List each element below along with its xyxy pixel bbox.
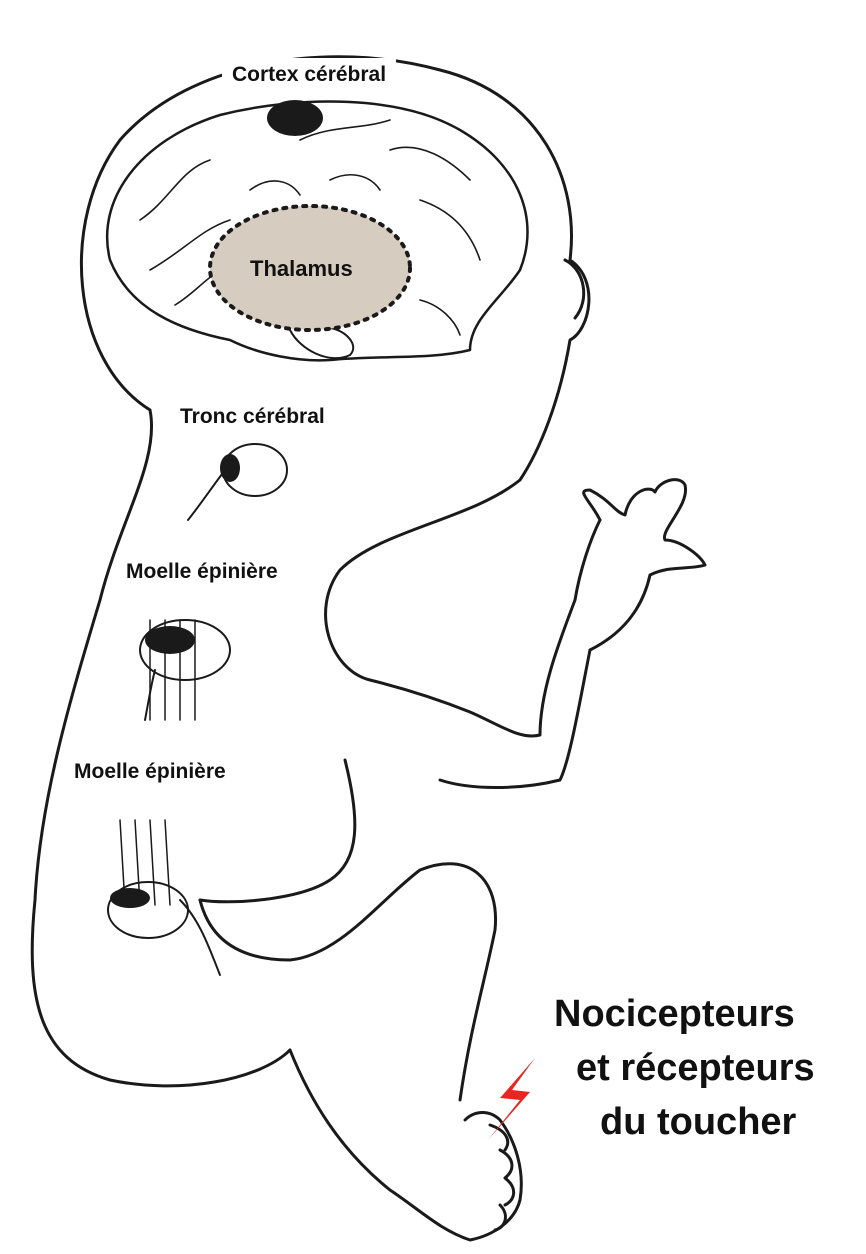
spinal-connector-3 (180, 900, 220, 975)
brainstem-dark-region (220, 454, 240, 482)
cortex-dark-region (267, 100, 323, 136)
hand-outline (584, 480, 705, 650)
toes (490, 1125, 514, 1230)
leg-upper (200, 864, 496, 1100)
leg-lower (290, 1050, 521, 1240)
cerebellum (290, 328, 353, 358)
label-tronc: Tronc cérébral (170, 400, 335, 434)
back-outline (32, 410, 290, 1086)
label-thalamus: Thalamus (250, 256, 353, 282)
spinal-dark-region-lower (110, 888, 150, 908)
caption-line-3: du toucher (600, 1098, 796, 1146)
label-moelle-1: Moelle épinière (116, 555, 288, 589)
label-moelle-2: Moelle épinière (64, 755, 236, 789)
label-cortex: Cortex cérébral (222, 58, 396, 92)
caption-line-2: et récepteurs (576, 1044, 815, 1092)
arm-lower (440, 650, 590, 788)
spinal-dark-region-upper (145, 626, 195, 654)
spinal-connector-1 (188, 470, 225, 520)
caption-line-1: Nocicepteurs (554, 990, 795, 1038)
